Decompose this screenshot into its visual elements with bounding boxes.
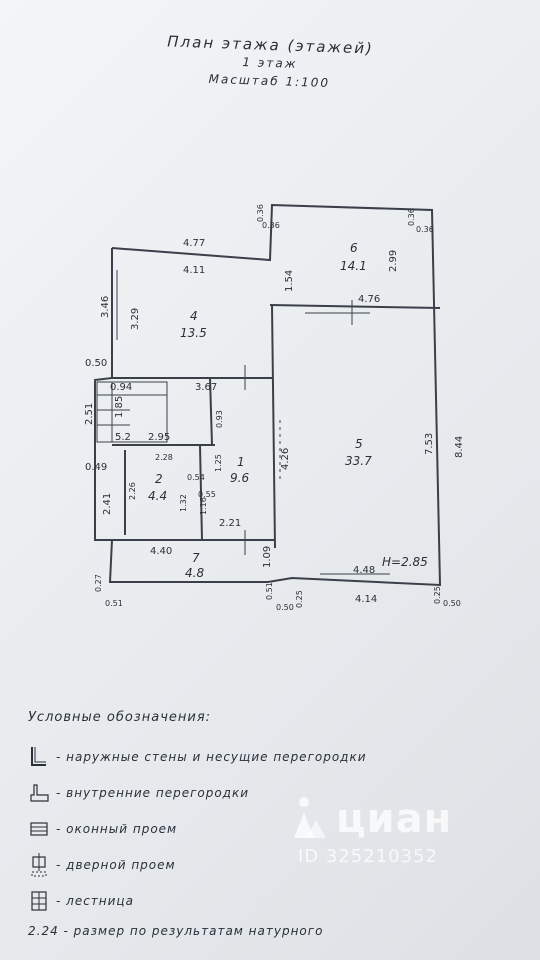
cian-logo-icon	[294, 797, 326, 838]
dim-116: 1.16	[199, 497, 208, 515]
wall-room4-right	[271, 304, 276, 549]
dim-036d: 0.36	[416, 225, 434, 234]
watermark: циан ID 325210352	[290, 790, 500, 880]
dim-109: 1.09	[262, 546, 273, 568]
dim-241: 2.41	[102, 493, 113, 515]
dim-036b: 0.36	[262, 221, 280, 230]
dim-054: 0.54	[187, 473, 205, 482]
legend-label-inner-wall: - внутренние перегородки	[56, 786, 250, 800]
legend-title: Условные обозначения:	[28, 710, 212, 725]
wall-room2-right	[199, 444, 203, 541]
dim-477: 4.77	[183, 238, 205, 249]
dim-440: 4.40	[150, 546, 172, 557]
room-2-number: 2	[155, 472, 163, 486]
dim-221: 2.21	[219, 518, 241, 529]
dim-132: 1.32	[179, 494, 188, 512]
window-icon	[30, 822, 48, 836]
inner-wall-icon	[30, 784, 49, 802]
stairs-icon	[31, 891, 47, 911]
dim-251: 2.51	[84, 403, 95, 425]
dim-093: 0.93	[215, 410, 224, 428]
dim-426: 4.26	[280, 448, 291, 470]
dim-125: 1.25	[214, 454, 223, 472]
dim-844: 8.44	[454, 436, 465, 458]
room-5-number: 5	[355, 437, 363, 451]
dim-025a: 0.25	[295, 590, 304, 608]
legend-label-outer-wall: - наружные стены и несущие перегородки	[56, 750, 367, 764]
dim-228: 2.28	[155, 453, 173, 462]
legend-label-window: - оконный проем	[56, 822, 178, 836]
dim-185: 1.85	[114, 396, 125, 418]
wall-inner-2	[209, 377, 213, 446]
dim-154: 1.54	[284, 270, 295, 292]
wall-room6-bottom	[269, 304, 441, 309]
watermark-id: ID 325210352	[298, 846, 438, 867]
dim-050b: 0.50	[276, 603, 294, 612]
door-icon	[31, 853, 47, 877]
dim-050c: 0.50	[443, 599, 461, 608]
stair-label: 5.2	[115, 432, 131, 443]
legend-item-outer-wall: - наружные стены и несущие перегородки	[28, 739, 528, 775]
room-5-area: 33.7	[345, 454, 372, 468]
room-1-area: 9.6	[230, 471, 249, 485]
dim-414: 4.14	[355, 594, 377, 605]
room-4-area: 13.5	[180, 326, 207, 340]
dim-367: 3.67	[195, 382, 217, 393]
legend-item-inner-wall: - внутренние перегородки	[28, 775, 528, 811]
legend-label-stairs: - лестница	[56, 894, 134, 908]
dim-295: 2.95	[148, 432, 170, 443]
legend-item-window: - оконный проем	[28, 811, 528, 847]
room-7-area: 4.8	[185, 566, 204, 580]
dim-476: 4.76	[358, 294, 380, 305]
outer-wall	[94, 203, 442, 587]
legend-item-stairs: - лестница	[28, 883, 528, 919]
dim-036a: 0.36	[256, 204, 265, 222]
dim-299: 2.99	[388, 250, 399, 272]
walls	[94, 203, 442, 587]
legend-item-door: - дверной проем	[28, 847, 528, 883]
legend-label-door: - дверной проем	[56, 858, 176, 872]
dim-226: 2.26	[128, 482, 137, 500]
room-1-number: 1	[237, 455, 245, 469]
room-4-number: 4	[190, 309, 198, 323]
room-6-number: 6	[350, 241, 358, 255]
dim-027: 0.27	[94, 574, 103, 592]
legend-label-dimension: 2.24 - размер по результатам натурного	[28, 924, 324, 938]
legend-item-dimension: 2.24 - размер по результатам натурного	[28, 919, 528, 943]
dim-329: 3.29	[130, 308, 141, 330]
legend: Условные обозначения: - наружные стены и…	[28, 710, 528, 943]
ceiling-height: H=2.85	[382, 555, 428, 569]
dim-094: 0.94	[110, 382, 132, 393]
dim-050a: 0.50	[85, 358, 107, 369]
stairs	[96, 381, 168, 443]
dim-025b: 0.25	[433, 586, 442, 604]
outer-wall-icon	[31, 747, 46, 766]
dim-036c: 0.36	[407, 208, 416, 226]
dim-753: 7.53	[424, 433, 435, 455]
watermark-brand: циан	[336, 796, 453, 842]
dim-049: 0.49	[85, 462, 107, 473]
dimension-labels: 4.77 4.11 3.46 3.29 0.50 0.94 3.67 2.51 …	[84, 204, 465, 612]
room-6-area: 14.1	[340, 259, 367, 273]
dim-448: 4.48	[353, 565, 375, 576]
dim-346: 3.46	[100, 296, 111, 318]
room-7-number: 7	[192, 551, 200, 565]
dim-411: 4.11	[183, 265, 205, 276]
dim-051b: 0.51	[265, 582, 274, 600]
floor-plan: 6 14.1 4 13.5 5 33.7 1 9.6 2 4.4 7 4.8 4…	[84, 203, 465, 612]
dim-055: 0.55	[198, 490, 216, 499]
room-2-area: 4.4	[148, 489, 167, 503]
dim-051a: 0.51	[105, 599, 123, 608]
